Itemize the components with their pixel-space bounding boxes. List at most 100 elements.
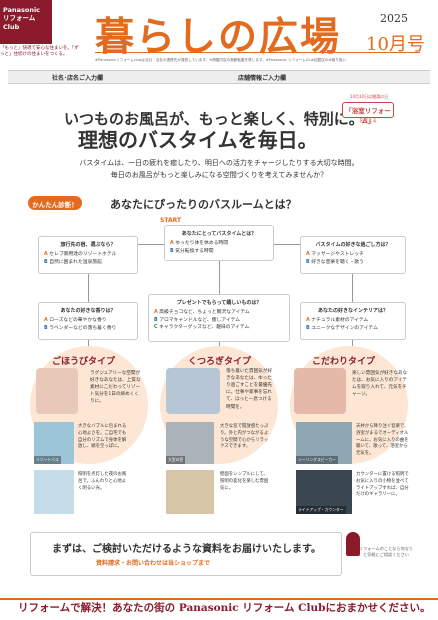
answer-key: B	[154, 317, 158, 323]
question-box: プレゼントでもらって嬉しいものは？ A 高級チョコなど、ちょっと贅沢なアイテム …	[148, 294, 290, 342]
store-info-bar	[8, 70, 430, 84]
question-box: 旅行先の宿、選ぶなら？ A セレブ御用達のリゾートホテル B 自然に囲まれた温泉…	[38, 236, 138, 274]
relax-illustration	[166, 368, 220, 414]
company-name-field-label: 社名･店名ご入力欄	[52, 75, 104, 82]
type-title-hobby: こだわりタイプ	[312, 357, 376, 367]
type-title-reward: ごほうびタイプ	[52, 357, 116, 367]
legal-note: ※Panasonicリフォームclubは当社・当社の提携先が運営しています。※掲…	[95, 58, 347, 62]
answer-key: A	[306, 318, 310, 323]
bathhouse-day-note: 10月10日は銭湯の日	[349, 94, 389, 99]
feature-text: 照明を点灯した夜のお風呂で。ふんわりと心地よく明るい光。	[78, 472, 127, 491]
answer-key: B	[44, 325, 48, 331]
brand-logo: Panasonic リフォームClub	[0, 0, 52, 44]
brand-name: Panasonic	[3, 6, 41, 14]
answer-key: A	[154, 310, 158, 315]
photo-caption: リゾートバス	[34, 456, 61, 464]
diagnosis-tag: かんたん診断！	[28, 196, 82, 210]
diagnosis-title: あなたにぴったりのバスルームとは？	[110, 198, 297, 211]
intro-line: バスタイムは、一日の疲れを癒したり、明日への活力をチャージしたりする大切な時間。	[79, 159, 359, 167]
answer-c: C キャラクターグッズなど、趣味のアイテム	[154, 324, 284, 332]
answer-a: A セレブ御用達のリゾートホテル	[44, 251, 132, 259]
answer-text: 好きな音楽を聴く・歌う	[311, 259, 364, 265]
answer-key: B	[44, 259, 48, 265]
answer-key: A	[44, 252, 48, 257]
answer-key: C	[154, 325, 158, 331]
bath-reform-badge: 「浴室リフォーム」	[342, 102, 394, 125]
question-box: あなたにとってバスタイムとは？ A ゆったり体を休める時間 B 気分転換する時間	[164, 225, 274, 261]
answer-key: A	[306, 252, 310, 257]
feature-text: 天井から降り注ぐ音楽で、浴室がまるでオーディオルームに。お気に入りの曲を聴いて、…	[356, 424, 409, 457]
intro-text: バスタイムは、一日の疲れを癒したり、明日への活力をチャージしたりする大切な時間。…	[20, 158, 418, 182]
answer-b: B 好きな音楽を聴く・歌う	[306, 259, 400, 267]
answer-text: ゆったり体を休める時間	[175, 241, 229, 246]
question-text: バスタイムの好きな過ごし方は？	[315, 242, 391, 248]
answer-key: B	[306, 325, 310, 331]
masthead-title: 暮らしの広場	[95, 14, 342, 60]
night-bath-photo	[34, 470, 74, 514]
answer-key: B	[306, 259, 310, 265]
answer-b: B 気分転換する時間	[170, 248, 268, 256]
question-box: あなたの好きなインテリアは？ A ナチュラル素材のアイテム B ユニークなデザイ…	[300, 302, 406, 340]
feature-text: 大きなバブルに包まれる心地よさを。ご自宅でも自分のリズムで身体を解放し、頭を空っ…	[78, 424, 127, 450]
photo-caption: ライトアップ・カウンター	[296, 506, 346, 514]
cta-headline: まずは、ご検討いただけるような資料をお届けいたします。	[52, 544, 321, 555]
ceiling-speaker-photo	[296, 422, 352, 464]
flow-connector	[274, 244, 300, 245]
answer-text: 高級チョコなど、ちょっと贅沢なアイテム	[159, 310, 250, 315]
type-title-relax: くつろぎタイプ	[188, 357, 252, 367]
flow-connector	[88, 274, 89, 302]
wall-lighting-photo	[166, 470, 214, 514]
answer-text: ラベンダーなどの落ち着く香り	[49, 325, 117, 331]
flow-connector	[138, 244, 164, 245]
headline-main: 理想のバスタイムを毎日。	[78, 128, 318, 152]
question-text: プレゼントでもらって嬉しいものは？	[176, 300, 262, 306]
question-text: あなたの好きな香りは？	[60, 308, 116, 314]
header-divider	[95, 52, 420, 53]
answer-a: A ローズなどの華やかな香り	[44, 317, 132, 325]
type-desc-hobby: 楽しい雰囲気が好きなあなたは、お気に入りのアイテムを取り入れて、元気をチャージ。	[352, 371, 408, 398]
answer-text: ナチュラル素材のアイテム	[311, 318, 369, 323]
bath-reform-badge-sub: を考える	[359, 119, 377, 124]
resort-bath-photo	[34, 422, 74, 464]
staff-speech: リフォームのことなら何なりと気軽にご相談ください	[358, 546, 414, 557]
footer-slogan: リフォームで解決！あなたの街の Panasonic リフォーム Clubにおまか…	[18, 602, 431, 614]
staff-illustration	[346, 532, 360, 556]
answer-text: 気分転換する時間	[175, 248, 214, 254]
answer-text: アロマキャンドルなど、癒しアイテム	[159, 317, 241, 323]
question-text: 旅行先の宿、選ぶなら？	[60, 242, 116, 248]
question-box: バスタイムの好きな過ごし方は？ A マッサージやストレッチ B 好きな音楽を聴く…	[300, 236, 406, 274]
cta-box	[30, 532, 342, 576]
brand-tagline: 「もっと」快適で安心な住まいを。「ずっと」住続けの住まいをつくる。	[0, 46, 79, 57]
feature-text: カウンターに置ける照明でお気に入りの小物を並べてライトアップすれば、自分だけのギ…	[356, 472, 409, 498]
answer-a: A 高級チョコなど、ちょっと贅沢なアイテム	[154, 309, 284, 317]
start-label: START	[160, 217, 182, 224]
store-info-field-label: 店舗情報ご入力欄	[238, 75, 287, 82]
answer-a: A ゆったり体を休める時間	[170, 240, 268, 248]
answer-b: B アロマキャンドルなど、癒しアイテム	[154, 317, 284, 325]
answer-text: キャラクターグッズなど、趣味のアイテム	[159, 325, 250, 331]
answer-text: ユニークなデザインのアイテム	[311, 325, 378, 331]
answer-key: A	[170, 241, 174, 246]
answer-key: A	[44, 318, 48, 323]
type-desc-reward: ラグジュアリーな空間が好きなあなたは、上質な素材にこだわってリゾート気分を1日の…	[90, 371, 141, 405]
question-text: あなたの好きなインテリアは？	[317, 308, 388, 314]
footer-divider	[0, 598, 438, 600]
flow-connector	[352, 274, 353, 302]
feature-text: 大きな窓で開放感たっぷり。外と内がつながるような空間で心からリラックスできます。	[220, 424, 269, 450]
answer-text: マッサージやストレッチ	[311, 252, 364, 257]
issue-month: 10月号	[366, 34, 425, 55]
feature-text: 壁面をシンプルにして、照明の変化を楽しむ雰囲気に。	[220, 472, 269, 491]
issue-year: 2025	[380, 12, 408, 25]
photo-caption: 大型の窓	[166, 456, 186, 464]
answer-b: B 自然に囲まれた温泉旅館	[44, 259, 132, 267]
question-text: あなたにとってバスタイムとは？	[181, 231, 257, 237]
intro-line: 毎日のお風呂がもっと楽しみになる空間づくりを考えてみませんか？	[110, 170, 328, 179]
reward-illustration	[36, 368, 78, 414]
answer-text: セレブ御用達のリゾートホテル	[49, 252, 117, 257]
answer-a: A ナチュラル素材のアイテム	[306, 317, 400, 325]
large-window-photo	[166, 422, 214, 464]
answer-text: ローズなどの華やかな香り	[49, 318, 107, 323]
answer-b: B ラベンダーなどの落ち着く香り	[44, 325, 132, 333]
headline-lead: いつものお風呂が、もっと楽しく、特別に。	[64, 110, 364, 128]
answer-key: B	[170, 248, 174, 254]
